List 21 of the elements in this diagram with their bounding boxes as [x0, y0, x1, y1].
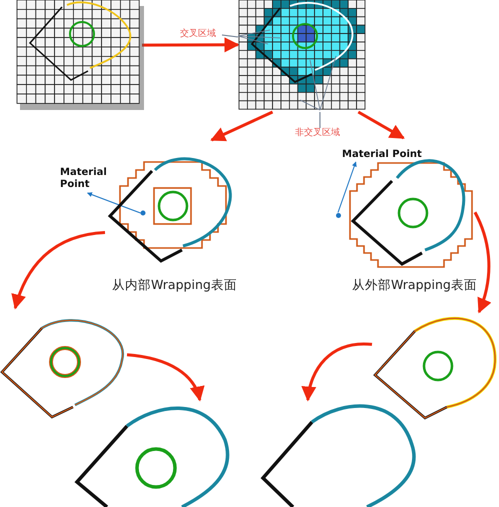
region-label: 交叉区域	[180, 29, 222, 40]
arrow	[210, 110, 274, 142]
material-point-label: Material Point	[60, 167, 115, 190]
arrow	[302, 342, 372, 402]
leader-line	[338, 162, 357, 213]
caption: 从外部Wrapping表面	[352, 277, 477, 294]
grid-drawing	[15, 0, 142, 110]
arrow	[474, 212, 491, 314]
arrow	[126, 353, 204, 402]
leader-line	[222, 34, 238, 38]
arrow	[142, 37, 240, 52]
arrow	[12, 231, 106, 310]
leader-line	[87, 192, 141, 214]
material-point-dot	[336, 212, 340, 218]
leader-line	[319, 112, 320, 128]
arrow	[358, 110, 405, 140]
material-point-dot	[140, 210, 146, 216]
region-label: 非交叉区域	[295, 128, 347, 138]
grid-drawing	[238, 0, 366, 112]
caption: 从内部Wrapping表面	[112, 277, 237, 294]
material-point-label: Material Point	[342, 149, 434, 160]
